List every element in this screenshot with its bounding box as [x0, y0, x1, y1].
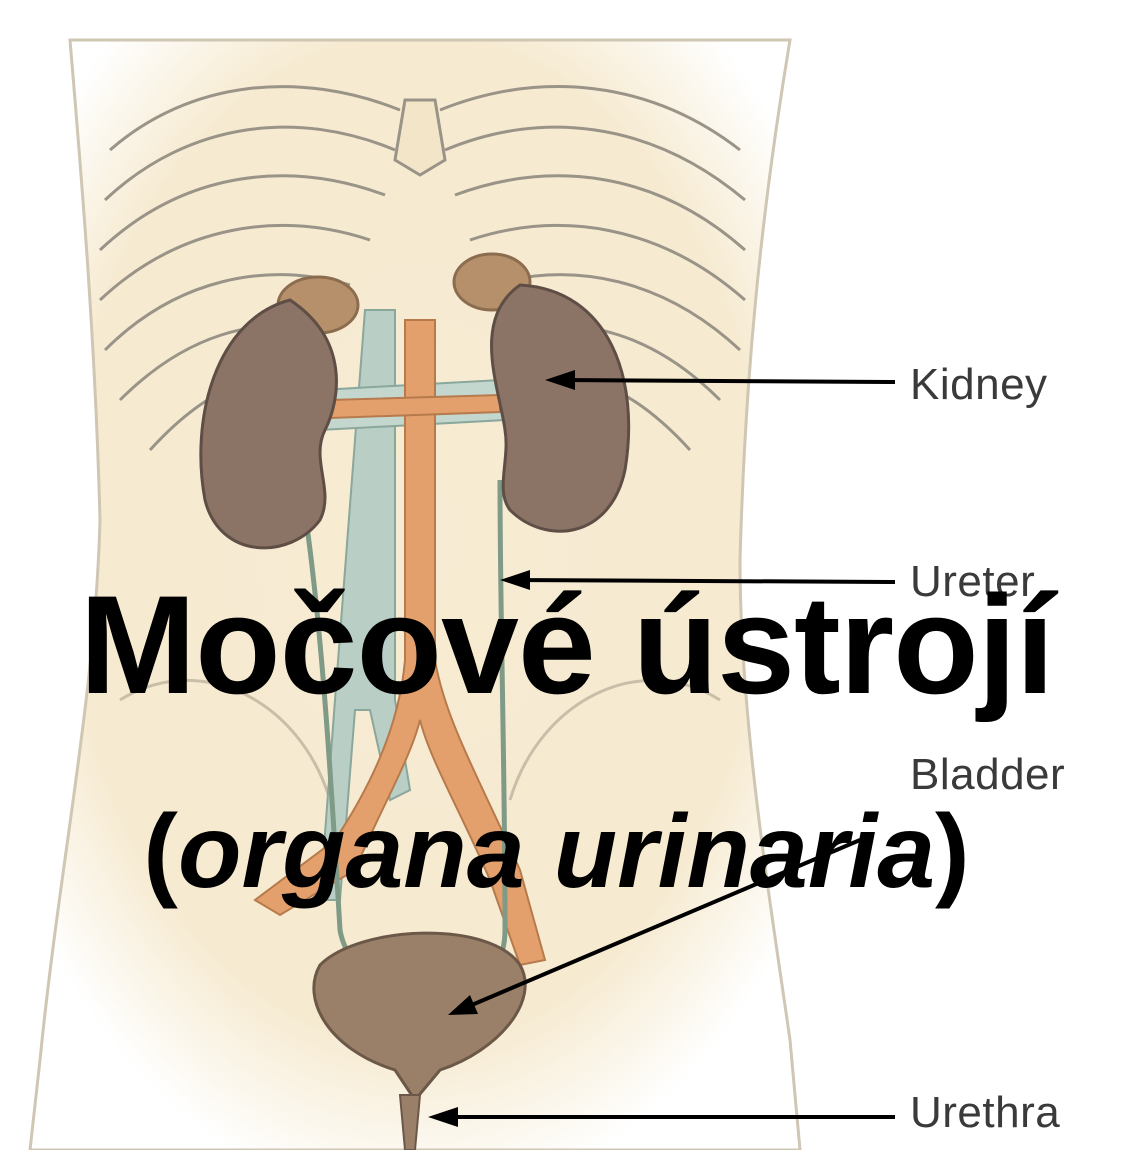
subtitle-latin-term: organa urinaria — [178, 794, 935, 910]
slide-title: Močové ústrojí — [0, 565, 1133, 725]
subtitle-open-paren: ( — [143, 794, 178, 910]
kidney-leader-line — [560, 380, 895, 382]
slide-subtitle: (organa urinaria) — [0, 790, 1123, 914]
label-urethra: Urethra — [910, 1088, 1060, 1138]
label-kidney: Kidney — [910, 360, 1048, 410]
sternum — [395, 100, 445, 175]
subtitle-close-paren: ) — [935, 794, 970, 910]
